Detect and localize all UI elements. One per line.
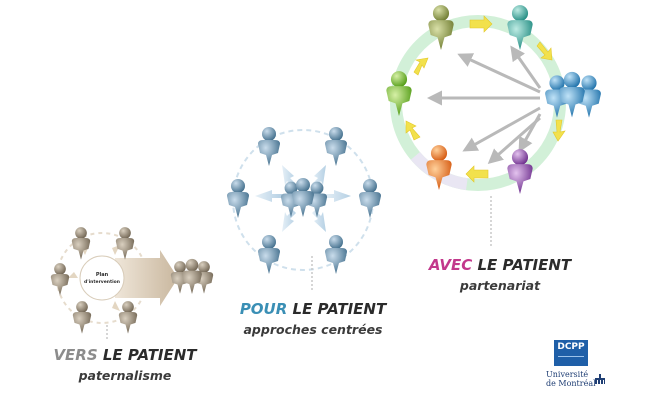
caption-pour: POUR LE PATIENT approches centrées bbox=[228, 300, 398, 337]
dcpp-badge: DCPP bbox=[554, 340, 588, 366]
avec-gray-arrows bbox=[427, 45, 542, 164]
udem-dcpp-logo: DCPP Université de Montréal bbox=[540, 340, 620, 396]
avec-person-green bbox=[386, 71, 412, 116]
avec-yellow-arrows bbox=[405, 15, 566, 183]
pour-person bbox=[325, 235, 347, 274]
caption-vers-sub: paternalisme bbox=[78, 368, 172, 383]
dcpp-badge-rule bbox=[558, 356, 584, 363]
plan-label-line2: d'intervention bbox=[84, 279, 120, 285]
pour-arrows bbox=[255, 165, 351, 232]
pour-person bbox=[227, 179, 249, 218]
university-line1: Université bbox=[546, 370, 589, 379]
plan-label-line1: Plan bbox=[96, 272, 109, 278]
pour-person bbox=[258, 127, 280, 166]
caption-avec-rest: LE PATIENT bbox=[472, 256, 572, 274]
pour-person bbox=[359, 179, 381, 218]
vers-person bbox=[72, 301, 92, 334]
caption-pour-sub: approches centrées bbox=[243, 322, 383, 337]
dcpp-acronym: DCPP bbox=[557, 342, 585, 352]
university-name: Université de Montréal bbox=[546, 370, 606, 388]
caption-avec-highlight: AVEC bbox=[428, 256, 473, 274]
vers-group: Plan d'intervention bbox=[50, 227, 214, 340]
caption-pour-title: POUR LE PATIENT bbox=[228, 300, 398, 318]
caption-avec-sub: partenariat bbox=[459, 278, 541, 293]
pour-person bbox=[325, 127, 347, 166]
avec-person-olive bbox=[428, 5, 454, 50]
caption-vers-title: VERS LE PATIENT bbox=[40, 346, 210, 364]
caption-vers-highlight: VERS bbox=[53, 346, 98, 364]
caption-avec: AVEC LE PATIENT partenariat bbox=[415, 256, 585, 293]
pour-group bbox=[227, 127, 381, 292]
vers-person bbox=[115, 227, 135, 260]
vers-person bbox=[71, 227, 91, 260]
pour-person bbox=[258, 235, 280, 274]
university-line2: de Montréal bbox=[546, 379, 596, 388]
caption-avec-title: AVEC LE PATIENT bbox=[415, 256, 585, 274]
vers-big-arrow bbox=[115, 250, 178, 306]
plan-circle bbox=[79, 255, 125, 301]
caption-vers-rest: LE PATIENT bbox=[97, 346, 197, 364]
vers-person bbox=[118, 301, 138, 334]
caption-vers: VERS LE PATIENT paternalisme bbox=[40, 346, 210, 383]
avec-group bbox=[386, 5, 601, 248]
university-building-icon bbox=[595, 374, 605, 384]
vers-person bbox=[50, 263, 70, 296]
avec-person-purple bbox=[507, 149, 533, 194]
caption-pour-highlight: POUR bbox=[239, 300, 288, 318]
caption-pour-rest: LE PATIENT bbox=[287, 300, 387, 318]
